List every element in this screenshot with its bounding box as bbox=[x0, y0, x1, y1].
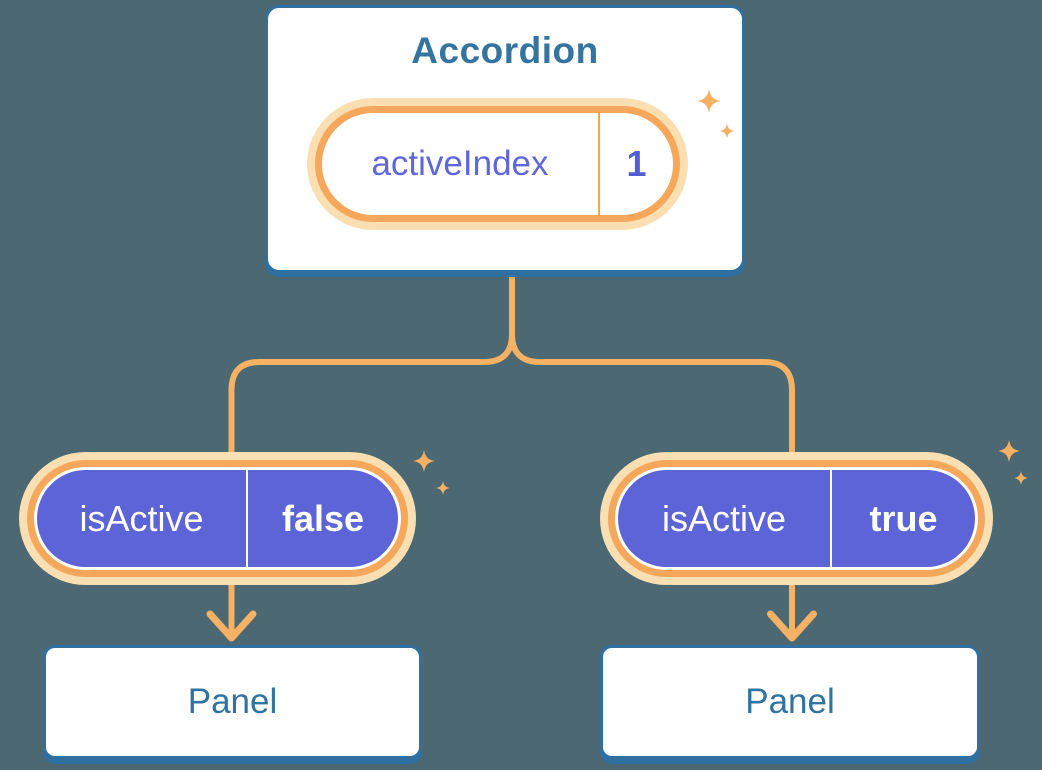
panel-card-title: Panel bbox=[745, 682, 835, 721]
prop-value-label: false bbox=[246, 470, 398, 567]
panel-card-title: Panel bbox=[187, 682, 278, 721]
prop-name-label: isActive bbox=[661, 497, 787, 539]
sparkle-icon-right-pill bbox=[998, 440, 1028, 485]
prop-pill-isactive-left: isActive false bbox=[37, 470, 398, 567]
connector-branch-left bbox=[228, 272, 515, 636]
state-pill-activeindex: activeIndex 1 bbox=[322, 113, 673, 215]
panel-card-right: Panel bbox=[600, 645, 980, 759]
connector-branch-right bbox=[509, 272, 795, 636]
prop-name-label: isActive bbox=[79, 497, 204, 539]
arrow-down-icon-left bbox=[206, 610, 257, 642]
prop-pill-isactive-right: isActive true bbox=[618, 470, 975, 567]
state-name-label: activeIndex bbox=[371, 144, 549, 183]
sparkle-icon-left-pill bbox=[413, 450, 450, 495]
prop-value-label: true bbox=[830, 470, 975, 567]
accordion-card-title: Accordion bbox=[411, 30, 599, 71]
panel-card-left: Panel bbox=[43, 645, 422, 759]
state-value-label: 1 bbox=[598, 113, 673, 215]
arrow-down-icon-right bbox=[767, 610, 817, 642]
